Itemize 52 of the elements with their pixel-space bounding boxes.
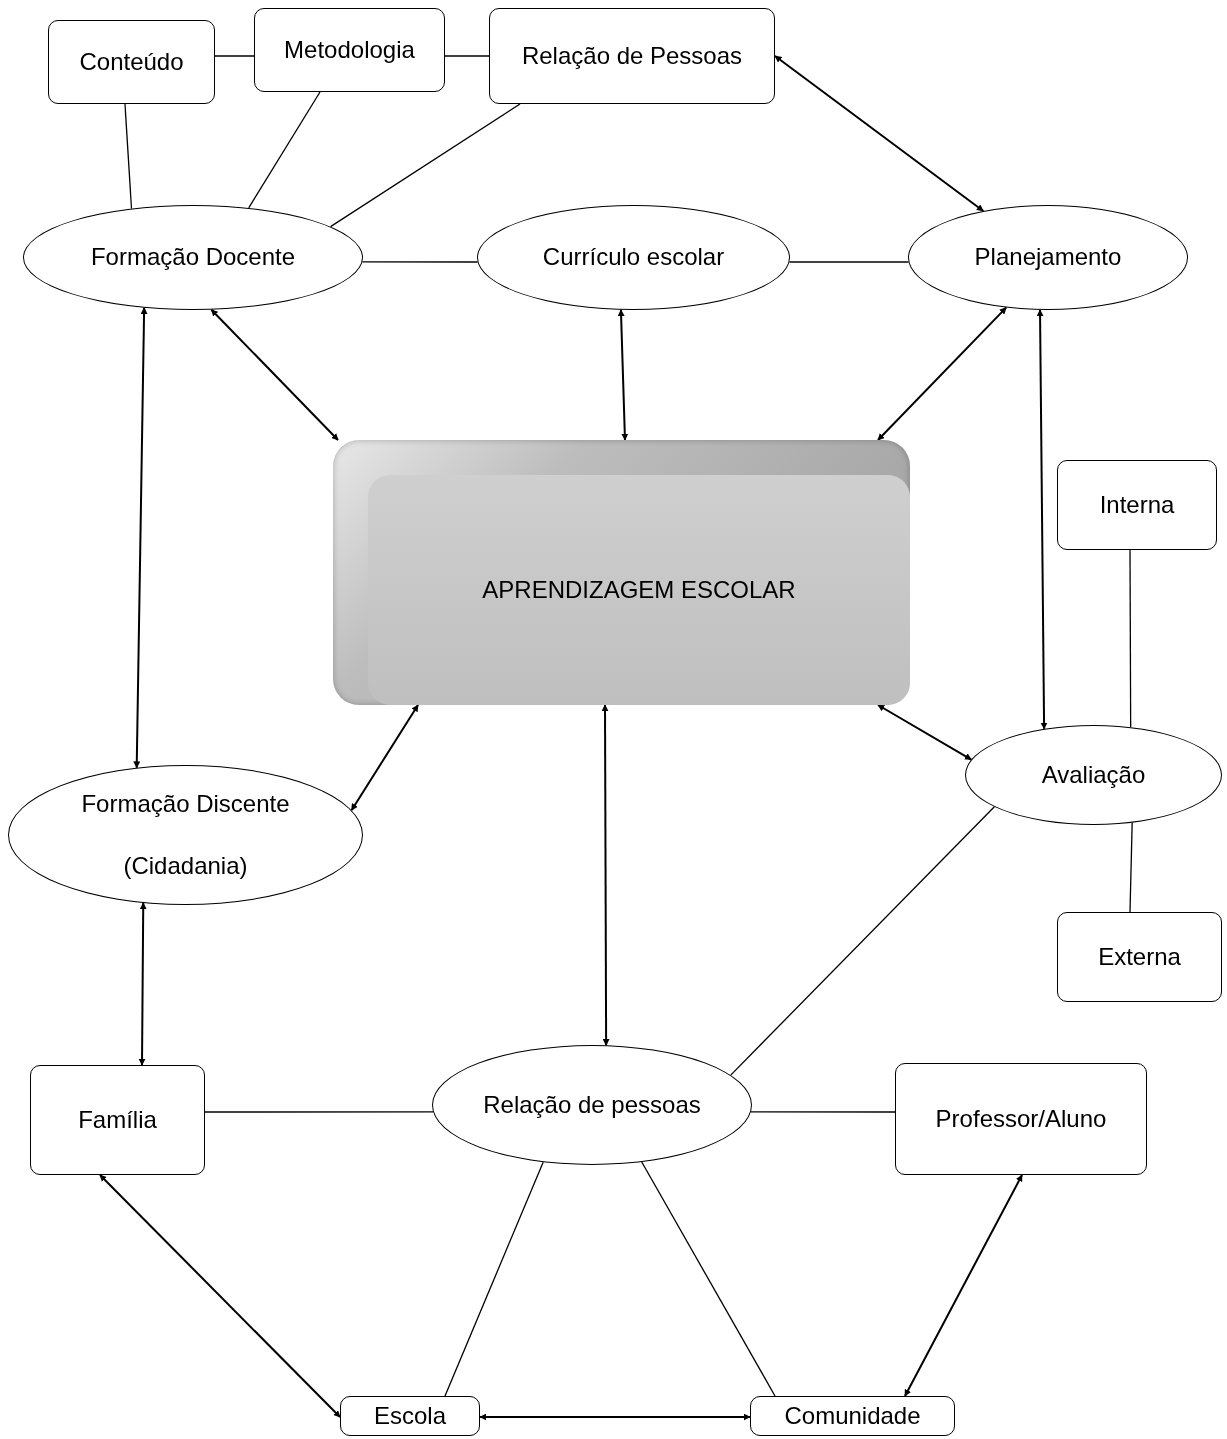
- connector-line: [750, 1111, 896, 1113]
- arrow: [774, 55, 985, 212]
- connector-line: [204, 1111, 434, 1113]
- node-label: Planejamento: [974, 243, 1122, 272]
- connector-line: [730, 806, 995, 1076]
- arrow: [1036, 308, 1048, 730]
- arrow: [877, 704, 973, 761]
- arrow: [479, 1413, 751, 1421]
- node-label: Currículo escolar: [542, 243, 725, 272]
- connector-line: [124, 103, 133, 210]
- connector-line: [361, 261, 479, 263]
- node-label: Família: [78, 1105, 157, 1135]
- node-label: Metodologia: [284, 35, 415, 65]
- rounded-box: [750, 1396, 955, 1436]
- connector-line: [1129, 822, 1133, 913]
- arrow: [133, 306, 148, 769]
- connector-line: [444, 1161, 544, 1397]
- rounded-box: [48, 20, 215, 104]
- node-label: Comunidade: [784, 1401, 921, 1431]
- node-label: Avaliação: [1041, 760, 1146, 790]
- node-label: APRENDIZAGEM ESCOLAR: [482, 575, 796, 605]
- arrow: [210, 308, 339, 441]
- rounded-box: [1057, 912, 1222, 1002]
- connector-line: [329, 103, 521, 228]
- arrow: [99, 1174, 341, 1418]
- node-label: Escola: [373, 1401, 446, 1431]
- node-label: Relação de Pessoas: [521, 41, 743, 71]
- rounded-box: [489, 8, 775, 104]
- connector-line: [641, 1161, 776, 1397]
- connector-line: [248, 91, 321, 209]
- rounded-box: [254, 8, 445, 92]
- connector-line: [788, 261, 910, 263]
- rounded-box: [340, 1396, 480, 1436]
- node-label: Interna: [1099, 490, 1175, 520]
- node-label: Formação Docente: [90, 243, 296, 272]
- node-label: Relação de pessoas: [483, 1090, 701, 1120]
- node-label: Formação Discente (Cidadania): [80, 788, 291, 881]
- rounded-box: [1057, 460, 1217, 550]
- connector-line: [214, 55, 255, 57]
- arrow: [904, 1174, 1023, 1397]
- node-label: Externa: [1098, 942, 1181, 972]
- node-label: Conteúdo: [79, 47, 184, 77]
- arrow: [877, 306, 1008, 441]
- rounded-box: [30, 1065, 205, 1175]
- connector-line: [1129, 549, 1132, 728]
- rounded-box: [895, 1063, 1147, 1175]
- beveled-block: [333, 440, 910, 705]
- arrow: [601, 704, 610, 1047]
- arrow: [350, 704, 419, 812]
- arrow: [617, 308, 629, 441]
- node-label: Professor/Aluno: [935, 1104, 1107, 1134]
- connector-line: [444, 55, 490, 57]
